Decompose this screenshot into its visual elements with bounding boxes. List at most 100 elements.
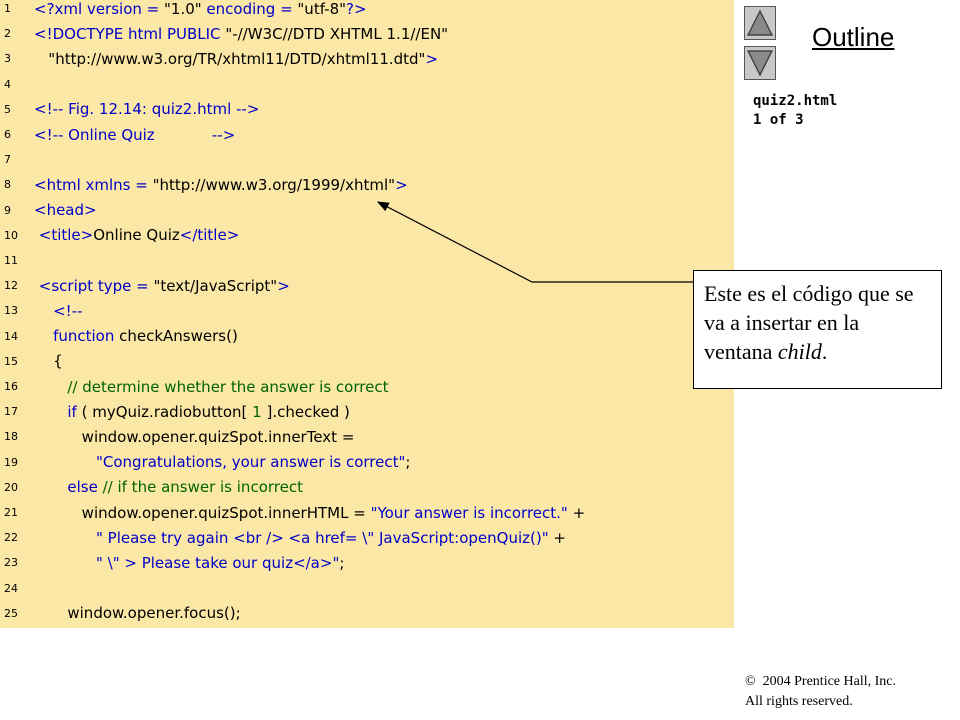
copyright-line-2: All rights reserved.: [745, 694, 853, 709]
triangle-up-icon: [747, 9, 773, 36]
code-token: ].checked ): [261, 402, 350, 421]
code-line: 3 "http://www.w3.org/TR/xhtml11/DTD/xhtm…: [0, 46, 734, 71]
line-number: 21: [4, 506, 18, 519]
code-line: 10 <title>Online Quiz</title>: [0, 223, 734, 248]
code-token: if: [34, 402, 82, 421]
code-line: 1 <?xml version = "1.0" encoding = "utf-8…: [0, 0, 734, 21]
code-line: 6 <!-- Online Quiz -->: [0, 122, 734, 147]
next-slide-button[interactable]: [744, 46, 776, 80]
line-number: 23: [4, 556, 18, 570]
code-text: <!-- Online Quiz -->: [34, 126, 235, 144]
copyright-line-1: 2004 Prentice Hall, Inc.: [762, 674, 896, 689]
line-number: 7: [4, 153, 11, 167]
line-number: 11: [4, 254, 18, 267]
line-number: 6: [4, 128, 11, 141]
code-token: window.opener.quizSpot.innerText =: [34, 427, 355, 446]
code-line: 23 " \" > Please take our quiz</a>";: [0, 550, 734, 575]
code-line: 24: [0, 576, 734, 601]
code-line: 21 window.opener.quizSpot.innerHTML = "Y…: [0, 500, 734, 525]
code-text: <?xml version = "1.0" encoding = "utf-8"…: [34, 0, 367, 18]
line-number: 2: [4, 27, 11, 41]
previous-slide-button[interactable]: [744, 6, 776, 40]
line-number: 19: [4, 455, 18, 469]
code-token: ;: [339, 553, 345, 572]
code-line: 12 <script type = "text/JavaScript">: [0, 273, 734, 298]
code-token: <!-- Online Quiz -->: [34, 125, 236, 144]
code-token: <!--: [34, 301, 83, 320]
line-number: 25: [4, 606, 18, 620]
annotation-callout: Este es el código que se va a insertar e…: [693, 270, 942, 389]
code-text: window.opener.quizSpot.innerHTML = "Your…: [34, 504, 585, 522]
code-token: <?xml version =: [34, 0, 164, 18]
code-text: // determine whether the answer is corre…: [34, 378, 388, 396]
copyright-symbol: ©: [745, 674, 756, 689]
code-line: 2 <!DOCTYPE html PUBLIC "-//W3C//DTD XHTM…: [0, 21, 734, 46]
code-token: >: [395, 175, 408, 194]
line-number: 24: [4, 581, 18, 595]
code-token: ( myQuiz.radiobutton[: [81, 402, 253, 421]
code-token: >: [425, 49, 439, 68]
code-line: 22 " Please try again <br /> <a href= \"…: [0, 525, 734, 550]
code-token: checkAnswers(): [119, 327, 238, 346]
code-token: >: [277, 276, 290, 295]
code-text: <head>: [34, 201, 97, 219]
code-token: 1: [252, 402, 262, 421]
line-number: 15: [4, 354, 18, 368]
code-text: window.opener.quizSpot.innerText =: [34, 427, 355, 446]
line-number: 20: [4, 480, 18, 494]
code-line: 17 if ( myQuiz.radiobutton[ 1 ].checked …: [0, 399, 734, 424]
code-line: 14 function checkAnswers(): [0, 324, 734, 349]
code-token: " \" > Please take our quiz</a>": [34, 553, 340, 572]
code-token: <!DOCTYPE html PUBLIC: [34, 24, 226, 43]
line-number: 1: [4, 2, 11, 15]
code-token: "-//W3C//DTD XHTML 1.1//EN": [225, 24, 449, 43]
code-token: +: [548, 528, 566, 547]
code-token: "utf-8": [297, 0, 347, 18]
code-line: 18 window.opener.quizSpot.innerText =: [0, 424, 734, 449]
code-line: 4: [0, 72, 734, 97]
code-token: // if the answer is incorrect: [102, 478, 303, 497]
code-token: " Please try again <br /> <a href= \" Ja…: [34, 528, 549, 547]
code-token: Online Quiz: [93, 226, 180, 245]
code-line: 20 else // if the answer is incorrect: [0, 475, 734, 500]
code-text: if ( myQuiz.radiobutton[ 1 ].checked ): [34, 402, 350, 421]
callout-emphasis: child: [777, 339, 822, 364]
line-number: 22: [4, 531, 18, 545]
callout-text: Este es el código que se va a insertar e…: [704, 281, 914, 364]
code-line: 15 {: [0, 349, 734, 374]
code-text: <html xmlns = "http://www.w3.org/1999/xh…: [34, 176, 408, 194]
code-text: else // if the answer is incorrect: [34, 478, 303, 496]
code-line: 16 // determine whether the answer is co…: [0, 374, 734, 399]
code-line: 7: [0, 147, 734, 172]
code-text: <!--: [34, 302, 82, 320]
code-token: "http://www.w3.org/TR/xhtml11/DTD/xhtml1…: [34, 49, 426, 68]
code-line: 11: [0, 248, 734, 273]
code-token: </title>: [179, 226, 240, 245]
line-number: 5: [4, 102, 11, 116]
code-token: {: [34, 352, 63, 371]
code-text: <!DOCTYPE html PUBLIC "-//W3C//DTD XHTML…: [34, 25, 448, 43]
code-token: encoding =: [201, 0, 298, 18]
code-token: "text/JavaScript": [153, 276, 278, 295]
outline-link[interactable]: Outline: [812, 22, 895, 52]
code-line: 5<!-- Fig. 12.14: quiz2.html -->: [0, 97, 734, 122]
code-listing: 1 <?xml version = "1.0" encoding = "utf-8…: [0, 0, 734, 628]
code-line: 19 "Congratulations, your answer is corr…: [0, 450, 734, 475]
code-text: <script type = "text/JavaScript">: [34, 277, 290, 295]
code-line: 25 window.opener.focus();: [0, 601, 734, 626]
code-text: "http://www.w3.org/TR/xhtml11/DTD/xhtml1…: [34, 50, 438, 68]
code-token: "Your answer is incorrect.": [370, 503, 568, 522]
code-token: ?>: [346, 0, 367, 18]
code-text: function checkAnswers(): [34, 327, 238, 345]
code-token: "1.0": [164, 0, 202, 18]
code-token: <title>: [34, 226, 94, 245]
line-number: 14: [4, 329, 18, 343]
code-token: else: [34, 478, 103, 497]
code-token: +: [567, 503, 586, 522]
code-token: <script type =: [34, 276, 154, 295]
code-token: "http://www.w3.org/1999/xhtml": [152, 175, 396, 194]
code-token: <head>: [34, 201, 97, 220]
code-line: 9<head>: [0, 198, 734, 223]
code-text: "Congratulations, your answer is correct…: [34, 453, 410, 471]
copyright-notice: © 2004 Prentice Hall, Inc. All rights re…: [745, 672, 896, 712]
